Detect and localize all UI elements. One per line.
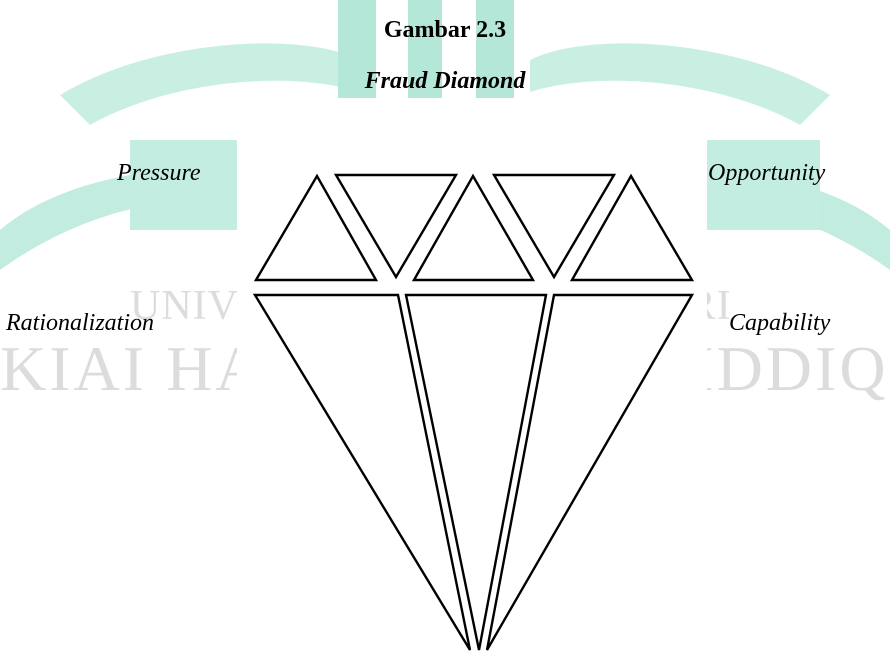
label-pressure: Pressure bbox=[117, 160, 201, 187]
label-capability: Capability bbox=[729, 310, 830, 337]
label-rationalization: Rationalization bbox=[6, 310, 154, 337]
label-opportunity: Opportunity bbox=[708, 160, 825, 187]
